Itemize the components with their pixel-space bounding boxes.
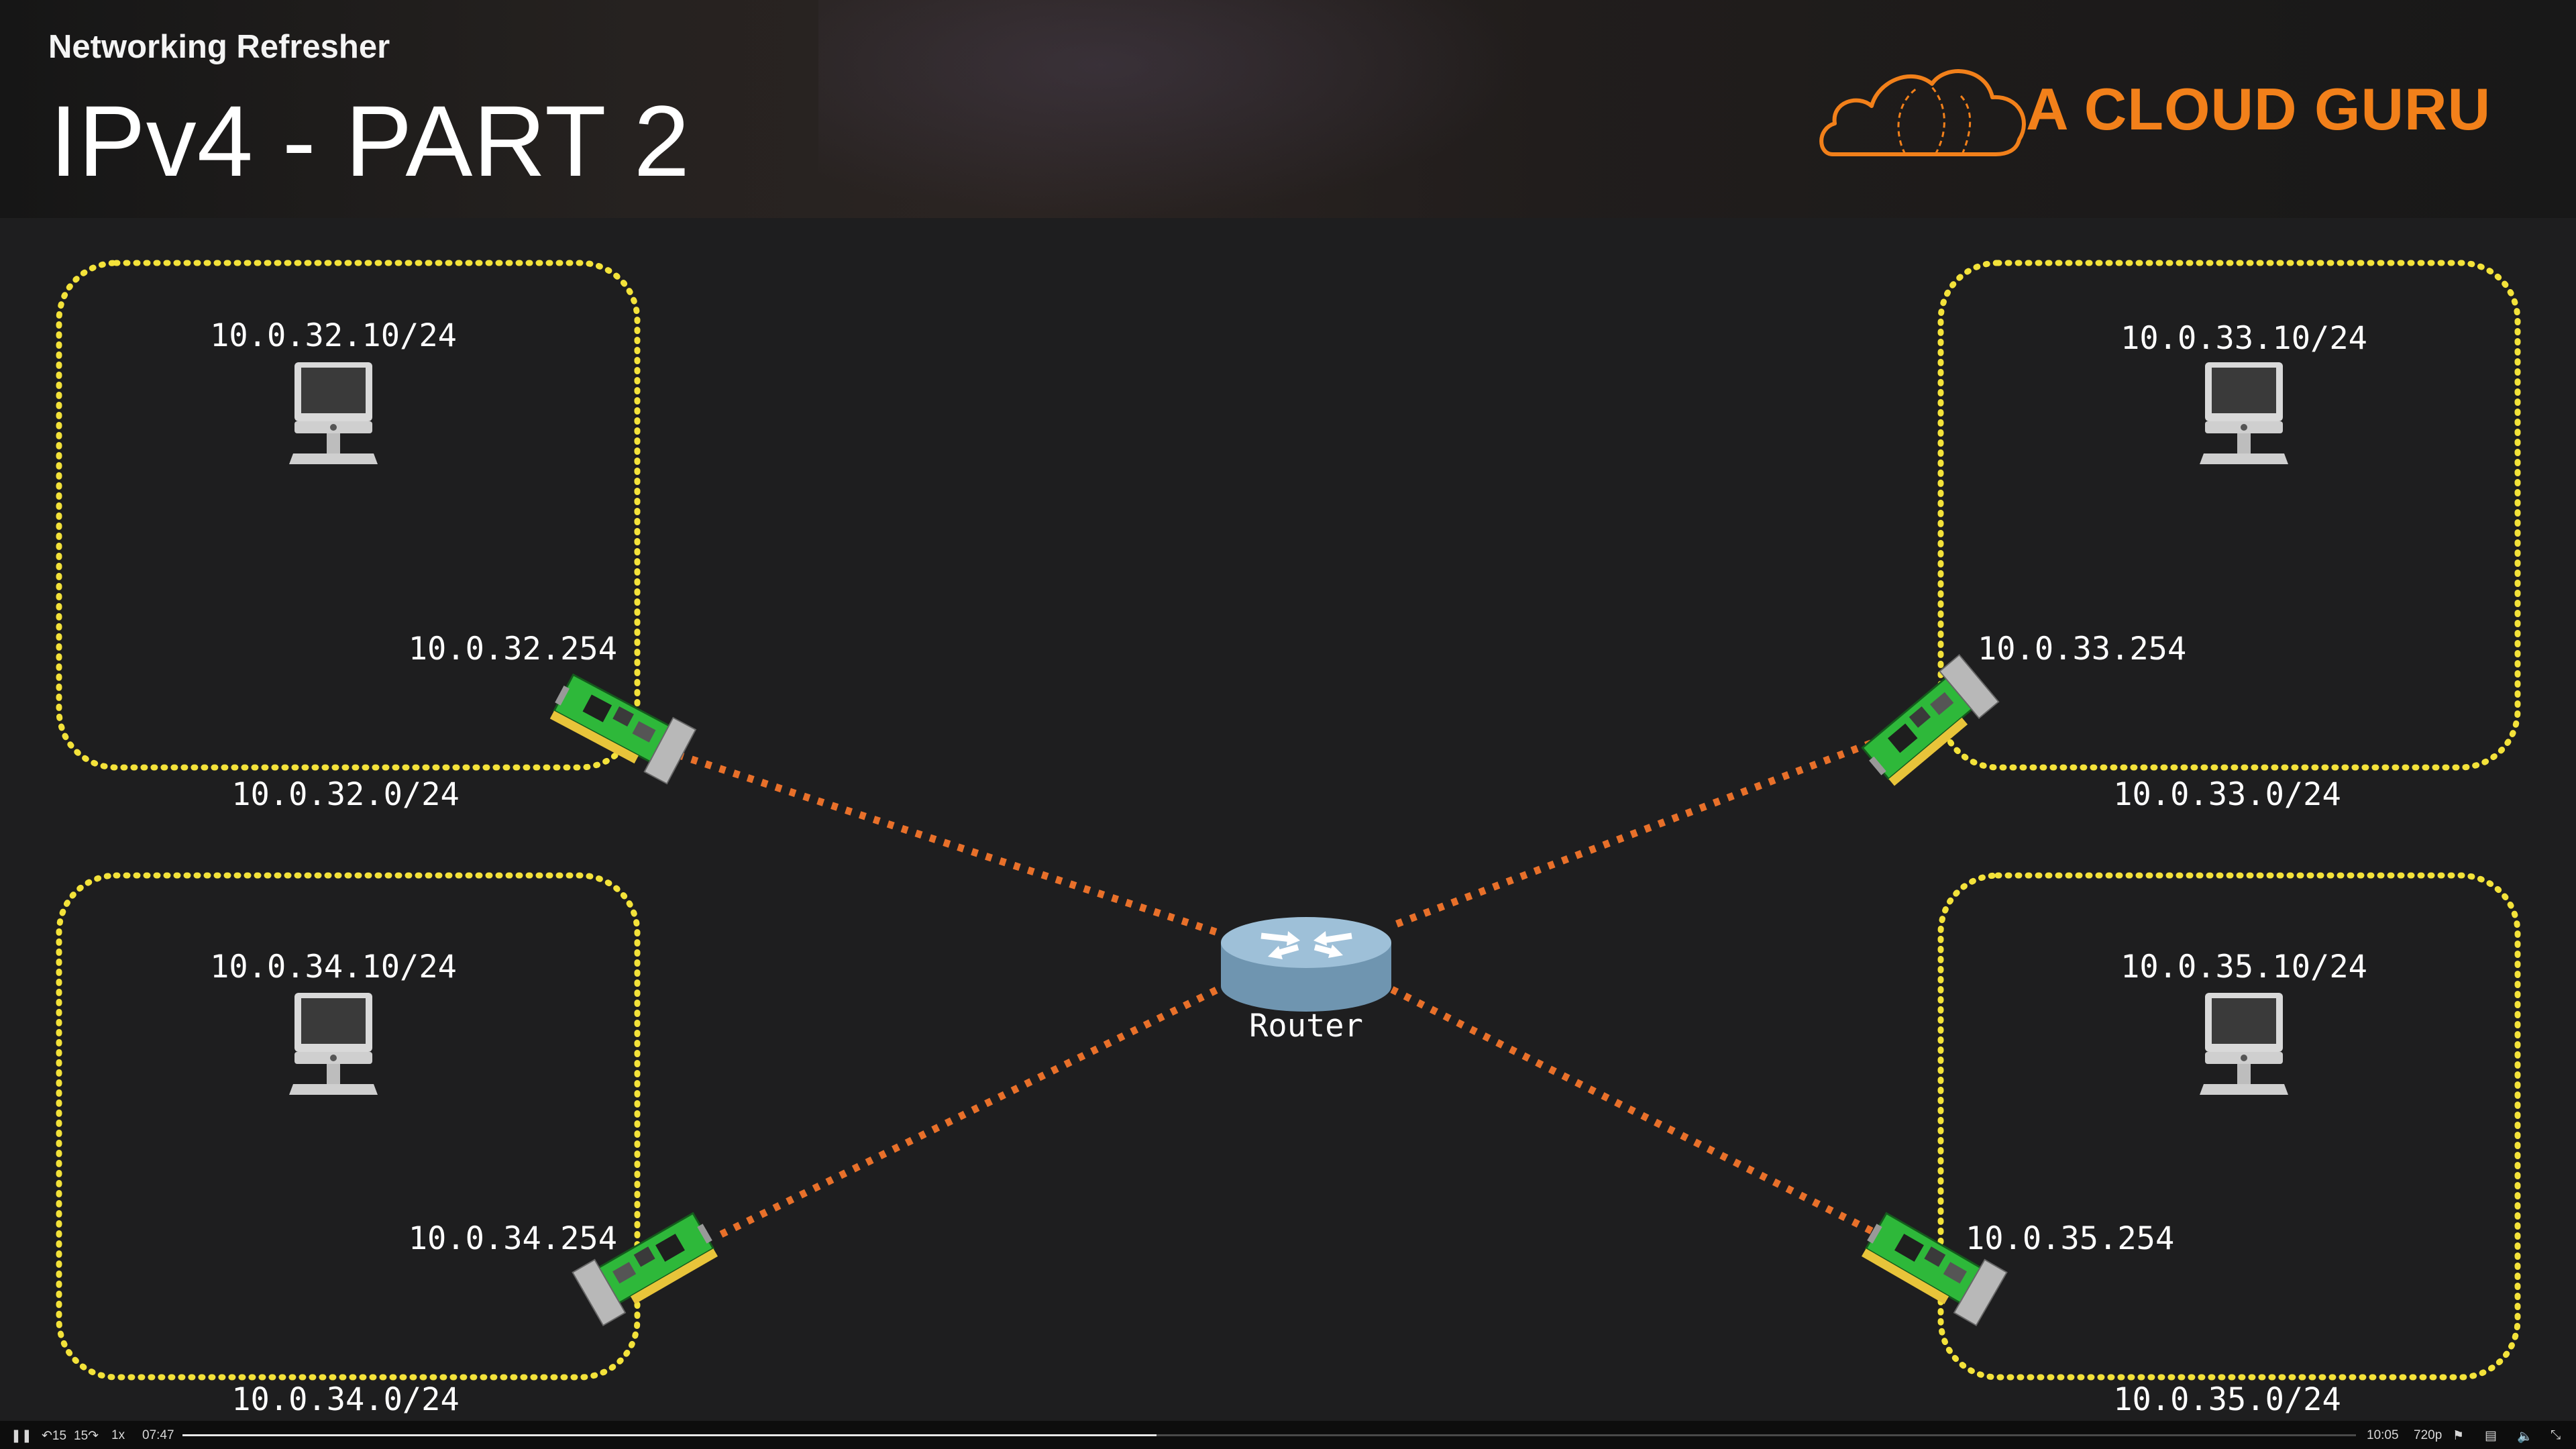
gateway-ip-label: 10.0.33.254 — [1978, 631, 2186, 667]
quality-button[interactable]: 720p — [2414, 1428, 2443, 1442]
host-computer-icon-35 — [2200, 993, 2288, 1095]
network-label: 10.0.32.0/24 — [231, 776, 460, 813]
host-computer-icon-33 — [2200, 362, 2288, 464]
network-label: 10.0.33.0/24 — [2113, 776, 2341, 813]
pause-icon[interactable]: ❚❚ — [11, 1429, 32, 1443]
course-title: Networking Refresher — [48, 29, 390, 65]
link-34 — [719, 986, 1220, 1238]
host-computer-icon-32 — [289, 362, 378, 464]
nic-card-icon-33 — [1853, 653, 2000, 791]
host-ip-label: 10.0.33.10/24 — [2121, 320, 2367, 357]
link-35 — [1390, 986, 1874, 1234]
subnet-box-34 — [56, 872, 641, 1381]
host-ip-label: 10.0.32.10/24 — [210, 317, 457, 354]
host-computer-icon-34 — [289, 993, 378, 1095]
captions-icon[interactable]: ▤ — [2485, 1429, 2497, 1443]
gateway-ip-label: 10.0.35.254 — [1966, 1220, 2174, 1257]
network-label: 10.0.34.0/24 — [231, 1381, 460, 1418]
fullscreen-icon[interactable]: ⤡ — [2551, 1428, 2561, 1442]
network-links — [676, 734, 1886, 1238]
network-label: 10.0.35.0/24 — [2113, 1381, 2341, 1418]
current-time: 07:47 — [142, 1428, 174, 1442]
router-label: Router — [1249, 1008, 1363, 1044]
subnet-box-32 — [56, 260, 641, 771]
cloud-logo-icon — [1819, 69, 2026, 156]
duration: 10:05 — [2367, 1428, 2399, 1442]
presenter-video-background — [818, 0, 1523, 218]
gateway-ip-label: 10.0.34.254 — [409, 1220, 617, 1257]
playback-speed-button[interactable]: 1x — [111, 1428, 125, 1442]
lesson-title: IPv4 - PART 2 — [50, 85, 691, 197]
rewind-label: 15 — [52, 1429, 67, 1443]
link-32 — [676, 751, 1219, 936]
host-ip-label: 10.0.34.10/24 — [210, 949, 457, 985]
subnet-box-33 — [1937, 260, 2521, 771]
video-header-frame: Networking Refresher IPv4 - PART 2 A CLO… — [0, 0, 2576, 218]
forward-label: 15 — [74, 1429, 89, 1443]
brand-name: A CLOUD GURU — [2026, 76, 2491, 142]
gateway-ip-label: 10.0.32.254 — [409, 631, 617, 667]
router-icon — [1221, 917, 1391, 1012]
video-player-controls: ❚❚ ↶15 15↷ 1x 07:47 10:05 720p ⚑ ▤ 🔈 ⤡ — [0, 1421, 2576, 1449]
flag-icon[interactable]: ⚑ — [2453, 1429, 2465, 1443]
link-33 — [1391, 734, 1886, 930]
subnet-boundaries — [56, 260, 2521, 1381]
forward-15-button[interactable]: 15↷ — [74, 1429, 99, 1443]
volume-icon[interactable]: 🔈 — [2517, 1430, 2533, 1444]
subnet-box-35 — [1937, 872, 2521, 1381]
progress-bar[interactable] — [182, 1434, 2356, 1436]
host-ip-label: 10.0.35.10/24 — [2121, 949, 2367, 985]
rewind-15-button[interactable]: ↶15 — [42, 1429, 67, 1443]
progress-fill — [182, 1434, 1157, 1436]
